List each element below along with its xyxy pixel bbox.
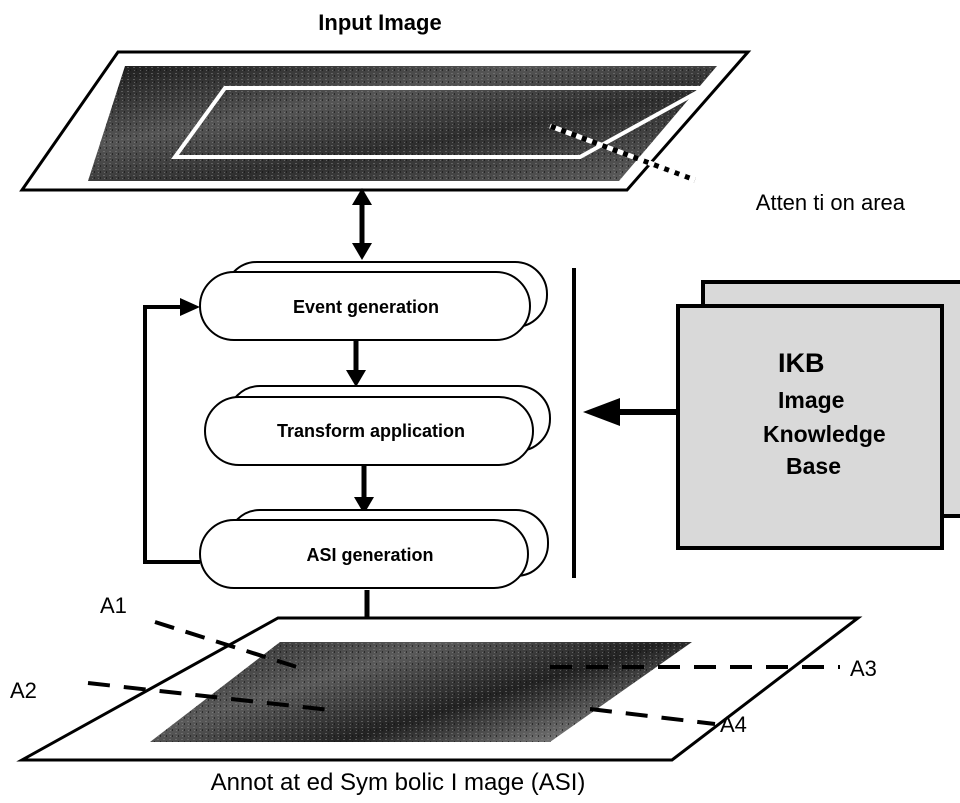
annotation-a4: A4 (720, 712, 747, 737)
ikb-line3: Base (786, 453, 841, 479)
attention-area-label: Atten ti on area (756, 190, 906, 215)
feedback-loop (143, 298, 200, 564)
annotation-leaders (87, 620, 840, 726)
input-image-plane (19, 50, 752, 192)
asi-generation-label: ASI generation (306, 545, 433, 565)
ikb-abbr: IKB (778, 348, 825, 378)
annotation-a1: A1 (100, 593, 127, 618)
arrow-event-to-transform (346, 340, 366, 387)
output-image-plane (16, 616, 863, 762)
arrow-ikb-to-bar (583, 398, 678, 426)
ikb-line1: Image (778, 387, 844, 413)
attention-area-frame (171, 86, 706, 159)
event-generation-label: Event generation (293, 297, 439, 317)
arrow-transform-to-asi (354, 465, 374, 514)
asi-generation-block (199, 509, 549, 589)
event-generation-block (199, 261, 548, 341)
transform-application-block (204, 385, 551, 466)
input-image-title: Input Image (318, 10, 441, 35)
annotation-a3: A3 (850, 656, 877, 681)
transform-application-label: Transform application (277, 421, 465, 441)
annotation-a2: A2 (10, 678, 37, 703)
input-double-arrow (352, 188, 372, 260)
ikb-block (676, 280, 960, 550)
ikb-line2: Knowledge (763, 421, 886, 447)
output-image-caption: Annot at ed Sym bolic I mage (ASI) (211, 769, 586, 796)
